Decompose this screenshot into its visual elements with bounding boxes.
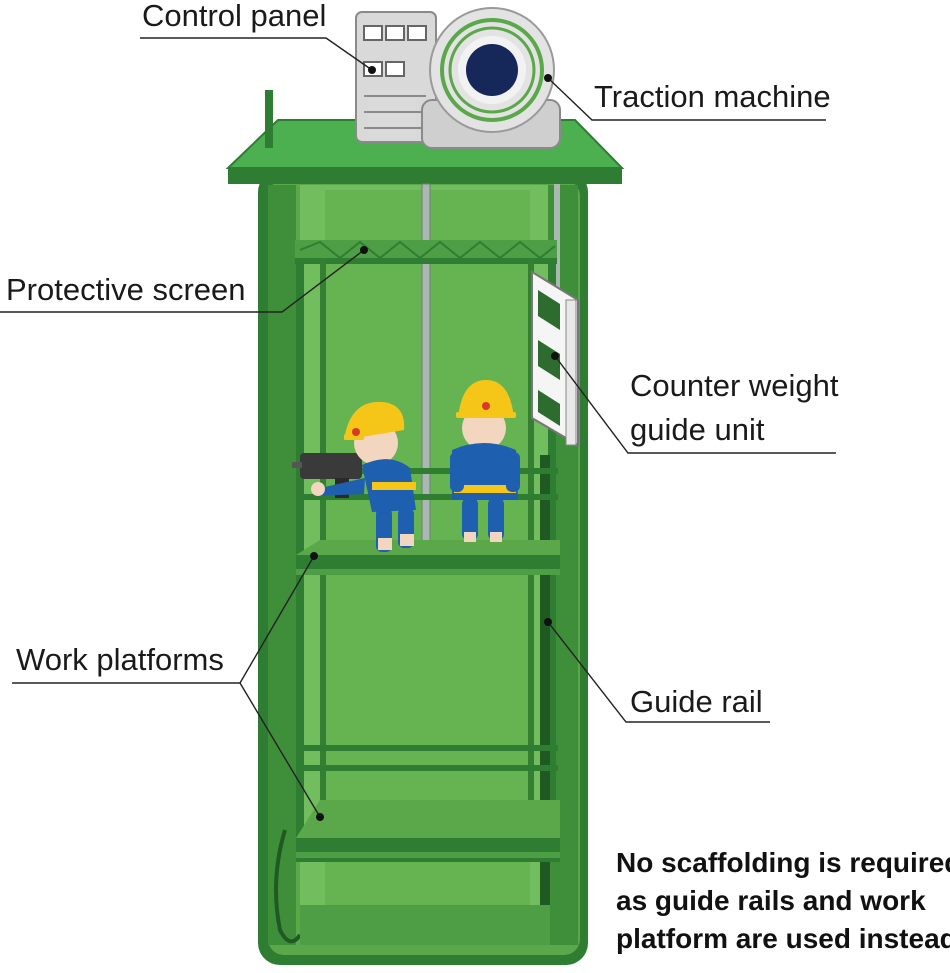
label-counter-weight-line2: guide unit bbox=[630, 412, 765, 447]
label-traction-machine: Traction machine bbox=[594, 79, 831, 114]
lower-work-platform bbox=[296, 745, 560, 862]
guide-rail bbox=[540, 455, 550, 930]
note-line-1: No scaffolding is required bbox=[616, 847, 950, 878]
protective-screen bbox=[295, 240, 557, 264]
label-counter-weight-line1: Counter weight bbox=[630, 368, 839, 403]
upper-work-platform bbox=[296, 468, 560, 575]
note-line-2: as guide rails and work bbox=[616, 885, 926, 916]
control-panel-icon bbox=[355, 11, 437, 143]
note-line-3: platform are used instead bbox=[616, 923, 950, 954]
worker-left-icon bbox=[292, 401, 416, 552]
label-guide-rail: Guide rail bbox=[630, 684, 763, 719]
note-block: No scaffolding is required as guide rail… bbox=[616, 847, 950, 954]
leader-lines bbox=[0, 37, 836, 821]
traction-machine-icon bbox=[421, 7, 561, 149]
shaft-pit bbox=[300, 905, 550, 945]
label-control-panel: Control panel bbox=[142, 0, 326, 33]
label-protective-screen: Protective screen bbox=[6, 272, 246, 307]
label-work-platforms: Work platforms bbox=[16, 642, 224, 677]
worker-right-icon bbox=[450, 380, 520, 542]
